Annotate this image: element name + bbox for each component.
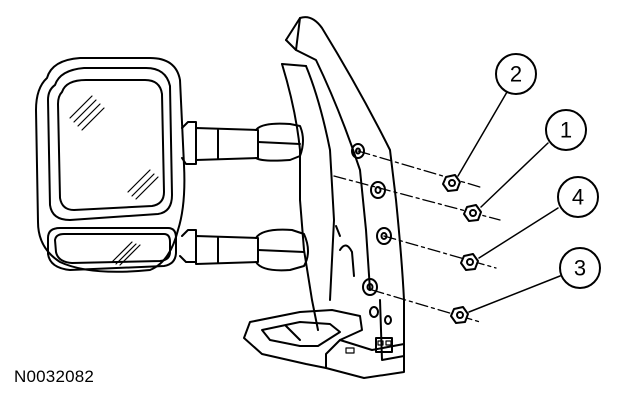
leader-line-3 — [468, 275, 561, 313]
nut-callout-4 — [460, 253, 479, 271]
callout-circle-3 — [559, 247, 601, 289]
callout-circle-2 — [495, 53, 537, 95]
mounting-bracket — [243, 16, 405, 379]
spotter-mirror — [47, 227, 177, 271]
mirror-head — [35, 57, 186, 273]
leader-line-1 — [480, 142, 549, 208]
lower-arm — [179, 228, 309, 272]
callout-circle-4 — [557, 176, 599, 218]
nut-callout-2 — [442, 174, 461, 192]
callout-label-1: 1 — [560, 118, 572, 143]
leader-line-4 — [478, 207, 559, 259]
nut-callout-1 — [463, 204, 482, 222]
figure-id: N0032082 — [14, 367, 95, 386]
callout-label-4: 4 — [572, 185, 584, 210]
callout-label-2: 2 — [510, 62, 522, 87]
leader-line-2 — [457, 91, 508, 177]
callout-label-3: 3 — [574, 256, 586, 281]
alignment-lines — [333, 150, 501, 323]
upper-arm — [181, 121, 304, 165]
mirror-glass — [57, 79, 165, 211]
callout-circle-1 — [545, 109, 587, 151]
nut-callout-3 — [450, 306, 469, 324]
